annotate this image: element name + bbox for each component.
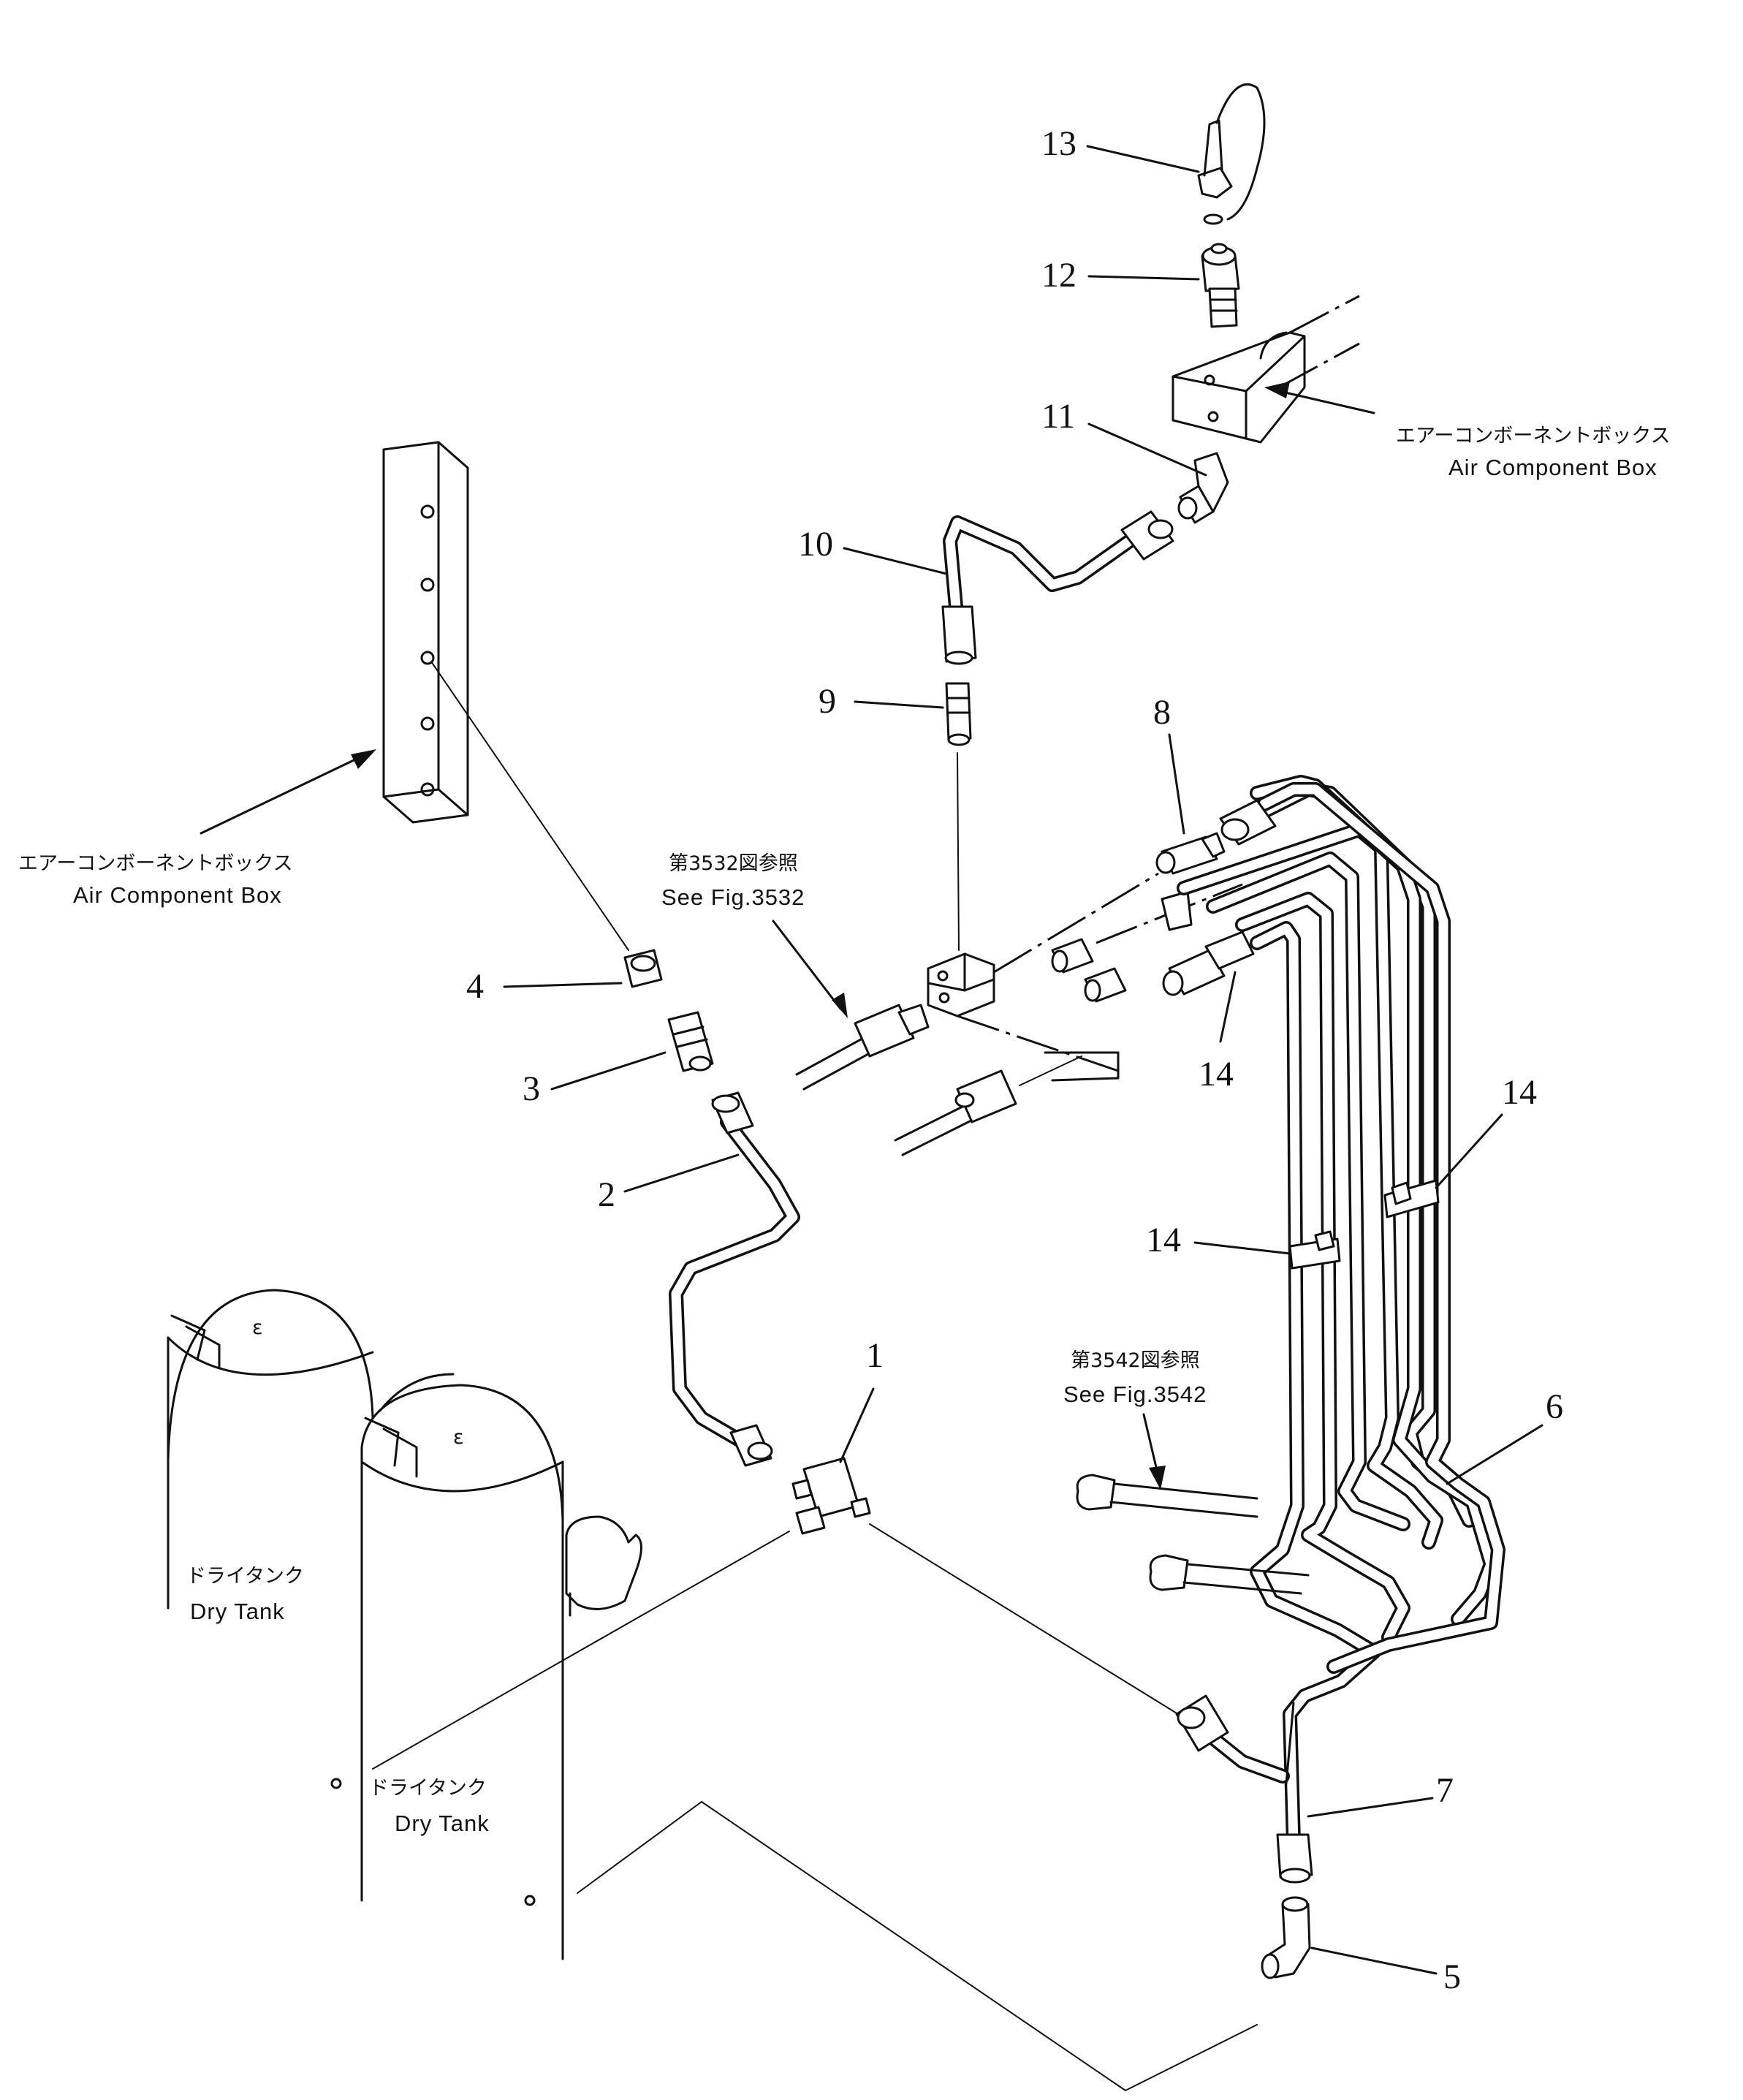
fitting-fig3532-lower [894,1069,1017,1156]
leader-1 [839,1387,875,1463]
arrowhead-air-box-right [1264,382,1290,398]
arrowhead-fig3542 [1149,1466,1166,1490]
leader-3 [550,1051,667,1091]
callout-7: 7 [1436,1771,1454,1810]
tube-tee-to-7 [1175,1694,1295,1785]
callout-13: 13 [1041,124,1076,163]
label-dry-tank-2-en: Dry Tank [395,1811,490,1836]
part-5-elbow [1261,1896,1311,1979]
callout-10: 10 [798,525,833,564]
clamp-14-lower [1288,1230,1341,1270]
label-dry-tank-2-jp: ドライタンク [369,1777,487,1800]
leader-2 [623,1153,740,1193]
centerline-tee-left [372,1531,790,1770]
leader-14a [1219,971,1237,1043]
clamp-block [1161,890,1193,931]
centerline-8-to-block [993,872,1159,974]
fitting-small-upper [1051,938,1094,974]
part-9-nipple [945,682,972,746]
leader-14b [1193,1241,1291,1255]
callout-3: 3 [523,1069,540,1108]
leader-fig3542 [1142,1413,1160,1478]
leader-air-box-right [1277,390,1375,414]
part-14-clamp-fitting [1162,930,1255,996]
part-12-plug [1201,243,1240,328]
label-air-box-left-jp: エアーコンボーネントボックス [18,852,293,875]
leader-8 [1168,733,1185,835]
centerline-bottom [577,1800,1258,2092]
svg-text:ɛ: ɛ [252,1316,263,1339]
callout-9: 9 [819,682,836,721]
part-7-tube-end [1276,1833,1313,1884]
fitting-fig3542-upper [1076,1474,1258,1518]
centerline-fig3532 [1019,1055,1082,1086]
leader-11 [1087,422,1207,477]
callout-14b: 14 [1146,1221,1181,1259]
callout-1: 1 [866,1336,884,1375]
arrowhead-fig3532 [832,993,848,1018]
air-component-box-right [1172,295,1360,444]
leader-4 [503,982,623,988]
fitting-fig3542-lower [1149,1554,1310,1595]
centerline-box-to-4 [430,661,629,951]
callout-11: 11 [1041,397,1075,436]
arrowhead-air-box-left [351,749,376,769]
callout-12: 12 [1041,256,1076,295]
callout-4: 4 [466,967,484,1006]
callout-14c: 14 [1502,1073,1537,1112]
part-2-tube [669,1091,800,1467]
valve-block [927,952,995,1017]
leader-7 [1307,1797,1434,1818]
leader-5 [1310,1947,1438,1975]
label-see-3542-jp: 第3542図参照 [1071,1349,1200,1372]
label-see-3532-jp: 第3532図参照 [669,852,798,875]
leader-10 [843,547,948,575]
label-air-box-right-jp: エアーコンボーネントボックス [1396,425,1671,447]
centerline-block-lower [957,1015,1119,1072]
fitting-small-lower [1084,967,1127,1003]
part-1-tee [791,1457,871,1535]
leader-14c [1435,1113,1503,1189]
label-dry-tank-1-en: Dry Tank [190,1599,285,1624]
plate-under-block [1044,1051,1120,1082]
port-dry-tank-bottom [524,1895,536,1906]
fitting-fig3532-upper [795,1004,930,1091]
callout-5: 5 [1443,1957,1461,1996]
port-dry-tank-2 [330,1778,342,1789]
leader-air-box-left [200,751,371,835]
leader-13 [1086,145,1200,173]
part-8-nipple [1155,832,1226,875]
label-see-3542-en: See Fig.3542 [1063,1381,1207,1407]
callout-8: 8 [1153,693,1171,732]
part-13-cap [1197,83,1266,225]
label-air-box-right-en: Air Component Box [1448,455,1657,480]
dry-tank-rear: ɛ [167,1289,374,1610]
leader-fig3532 [772,920,842,1010]
centerline-9-to-block [957,752,960,951]
dry-tank-front: ɛ [360,1373,642,1960]
label-see-3532-en: See Fig.3532 [661,884,805,910]
leader-6 [1446,1424,1543,1485]
part-11-elbow [1177,452,1229,524]
part-4-adapter [623,949,663,988]
callout-2: 2 [598,1175,615,1214]
callout-6: 6 [1546,1387,1563,1426]
air-component-box-left [382,441,469,824]
leader-12 [1087,275,1200,281]
svg-text:ɛ: ɛ [453,1426,464,1449]
callout-14a: 14 [1199,1055,1234,1093]
clamp-14-upper [1383,1179,1440,1218]
centerline-tee-right [869,1523,1185,1718]
part-10-tube [941,510,1174,665]
tube-bundle [1177,775,1505,1849]
label-dry-tank-1-jp: ドライタンク [186,1565,304,1588]
part-3-nipple [667,1011,714,1072]
leader-9 [854,700,944,709]
label-air-box-left-en: Air Component Box [73,882,282,908]
